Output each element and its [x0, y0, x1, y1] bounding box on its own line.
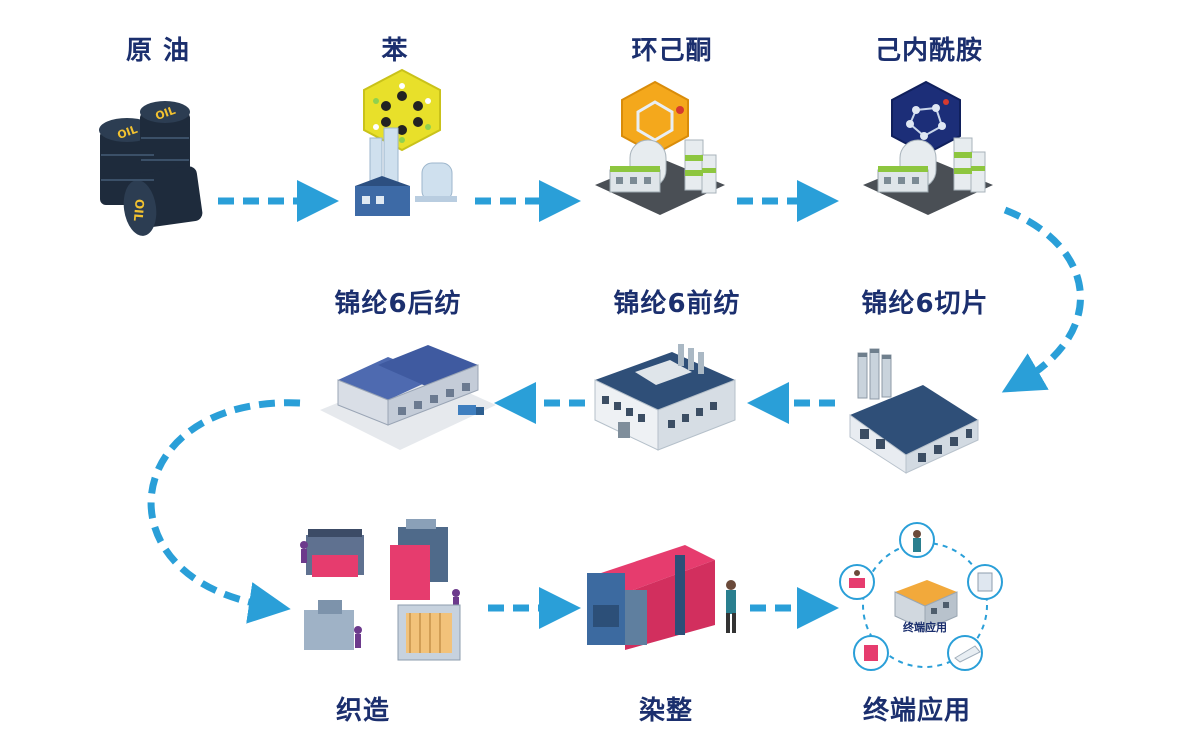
benzene-plant-icon	[340, 68, 465, 228]
end-use-inner-label: 终端应用	[903, 620, 947, 634]
oil-barrels-icon: OIL OIL OIL	[95, 100, 220, 240]
arrow-caprolactam-to-chips	[1001, 206, 1084, 393]
prespin-factory-icon	[590, 340, 740, 455]
label-cyclohexanone: 环己酮	[631, 36, 713, 66]
label-benzene: 苯	[381, 36, 409, 66]
cyclohexanone-plant-icon	[590, 80, 730, 225]
label-weaving: 织造	[335, 696, 391, 726]
label-end-use: 终端应用	[862, 696, 972, 726]
label-nylon6-chips: 锦纶6切片	[861, 289, 989, 319]
label-crude-oil: 原 油	[125, 36, 191, 66]
label-nylon6-prespin: 锦纶6前纺	[613, 289, 741, 319]
postspin-warehouse-icon	[318, 335, 498, 460]
label-dyeing: 染整	[638, 696, 694, 726]
label-nylon6-postspin: 锦纶6后纺	[334, 289, 462, 319]
chip-factory-icon	[848, 345, 983, 475]
arrow-postspin-to-weaving	[147, 399, 301, 624]
dyeing-machine-icon	[585, 535, 750, 655]
end-use-hub-icon: 终端应用	[835, 520, 1015, 680]
weaving-machines-icon	[298, 515, 478, 670]
barrel-oil-text-3: OIL	[131, 198, 147, 222]
label-caprolactam: 己内酰胺	[874, 36, 984, 66]
caprolactam-plant-icon	[858, 80, 998, 225]
